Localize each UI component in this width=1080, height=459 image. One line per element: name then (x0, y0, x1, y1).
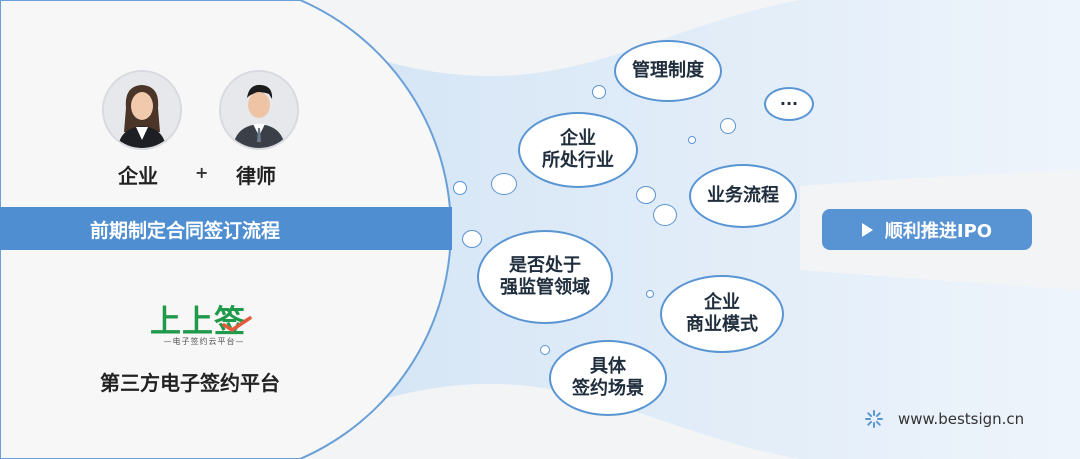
website-url: www.bestsign.cn (898, 410, 1025, 428)
bubble-more: ··· (764, 87, 814, 121)
bubble-regulated-industry: 是否处于 强监管领域 (477, 230, 613, 324)
decor-dot (688, 136, 696, 144)
process-band (0, 207, 452, 250)
decor-dot (540, 345, 550, 355)
bubble-business-process: 业务流程 (689, 164, 797, 228)
decor-dot (453, 181, 467, 195)
process-band-text: 前期制定合同签订流程 (90, 220, 281, 242)
businesswoman-avatar (102, 70, 182, 150)
decor-dot (491, 173, 517, 195)
businessman-avatar (219, 70, 299, 150)
decor-dot (636, 186, 656, 204)
bubble-signing-scenario: 具体 签约场景 (549, 340, 667, 416)
logo-tagline: —电子签约云平台— (163, 337, 245, 346)
decor-dot (646, 290, 654, 298)
bubble-management-system: 管理制度 (614, 40, 722, 102)
play-icon (861, 222, 873, 237)
ipo-button-label: 顺利推进IPO (884, 220, 993, 242)
decor-dot (462, 230, 482, 248)
enterprise-label: 企业 (118, 164, 158, 188)
decor-dot (720, 118, 736, 134)
decor-dot (592, 85, 606, 99)
logo-wordmark: 上上签 (150, 304, 246, 340)
bubble-industry: 企业 所处行业 (518, 112, 638, 188)
spinner-icon (865, 410, 883, 428)
website-footer: www.bestsign.cn (864, 409, 1024, 429)
bestsign-logo: 上上签 —电子签约云平台— (146, 296, 262, 348)
platform-label: 第三方电子签约平台 (100, 371, 280, 395)
ipo-button: 顺利推进IPO (822, 209, 1032, 250)
plus-sign: + (195, 163, 209, 182)
decor-dot (653, 204, 677, 226)
bubble-business-model: 企业 商业模式 (660, 275, 784, 353)
checkmark-icon (222, 316, 252, 332)
lawyer-label: 律师 (236, 164, 276, 188)
